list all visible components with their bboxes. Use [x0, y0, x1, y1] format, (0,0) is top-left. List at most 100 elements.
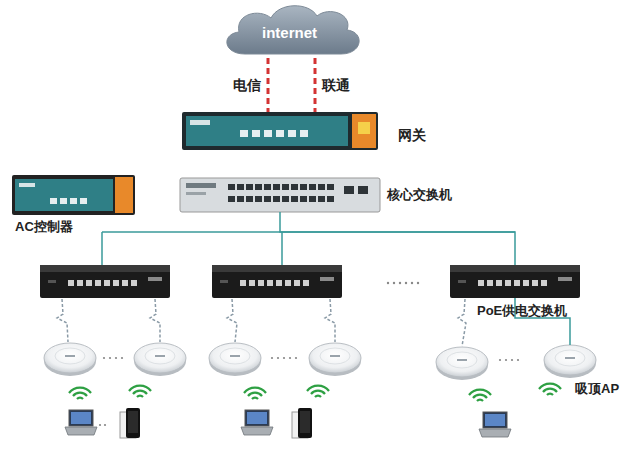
- core-switch-device: [255, 184, 262, 190]
- ellipsis-dots: [387, 282, 389, 284]
- client-device: [65, 410, 97, 435]
- bus-line: [281, 232, 283, 265]
- ellipsis-dots: [393, 282, 395, 284]
- ac-controller-device: [115, 177, 133, 213]
- ellipsis-dots: [411, 282, 413, 284]
- ellipsis-dots: [405, 282, 407, 284]
- core-switch-device: [186, 192, 206, 195]
- radio-link: [57, 299, 68, 342]
- core-switch-device: [291, 184, 298, 190]
- internet-cloud: [227, 6, 359, 54]
- core-switch-device: [327, 196, 334, 202]
- core-switch-device: [180, 178, 380, 212]
- gateway-device: [186, 116, 348, 146]
- ceiling-ap: [309, 343, 361, 376]
- gateway-device: [182, 112, 378, 150]
- core-switch-node: 核心交换机: [180, 178, 380, 212]
- connector: [314, 58, 317, 112]
- core-switch-device: [273, 184, 280, 190]
- poe-switch-device: [450, 265, 580, 298]
- ellipsis-dots: [289, 357, 291, 359]
- core-switch-device: [291, 196, 298, 202]
- ceiling-ap: [134, 343, 186, 376]
- line-label: 联通: [321, 77, 351, 94]
- ac-controller-device: [60, 198, 67, 204]
- ellipsis-dots: [499, 359, 501, 361]
- core-switch-device: [180, 178, 380, 212]
- core-switch-device: [264, 196, 271, 202]
- core-switch-device: [228, 184, 235, 190]
- ac-controller-device: [19, 183, 35, 187]
- client-device: [292, 408, 312, 438]
- gateway-device: [276, 130, 284, 137]
- core-switch-device: [318, 184, 325, 190]
- ellipsis-dots: [517, 359, 519, 361]
- gateway-device: [358, 122, 370, 134]
- core-switch-device: [228, 196, 235, 202]
- core-switch-device: [264, 184, 271, 190]
- ellipsis-dots: [104, 424, 106, 426]
- ellipsis-dots: [103, 357, 105, 359]
- wifi-signal: [539, 384, 561, 395]
- connector: [267, 58, 270, 112]
- ellipsis-dots: [511, 359, 513, 361]
- radio-link: [458, 299, 466, 346]
- wifi-signal: [244, 388, 266, 399]
- core-switch-device: [309, 184, 316, 190]
- ac-controller-device: [70, 198, 77, 204]
- line-label: 电信: [232, 77, 262, 94]
- device-label: PoE供电交换机: [477, 303, 567, 319]
- client-device: [120, 408, 140, 438]
- wifi-signal: [469, 390, 491, 401]
- core-switch-device: [237, 196, 244, 202]
- radio-link: [227, 299, 237, 342]
- core-switch-device: [186, 183, 216, 188]
- gateway-device: [182, 112, 378, 150]
- core-switch-device: [246, 184, 253, 190]
- ap-node: 吸顶AP: [545, 345, 595, 375]
- core-switch-device: [246, 196, 253, 202]
- device-label: 吸顶AP: [575, 381, 619, 397]
- radio-link: [150, 299, 160, 342]
- poe-switch-device: [40, 265, 170, 298]
- poe-switch-node: PoE供电交换机: [450, 265, 580, 298]
- core-switch-device: [344, 186, 354, 194]
- poe-switch-device: [212, 265, 342, 298]
- core-switch-device: [300, 184, 307, 190]
- gateway-node: 网关: [182, 112, 378, 150]
- core-switch-device: [255, 196, 262, 202]
- ellipsis-dots: [417, 282, 419, 284]
- core-switch-device: [358, 186, 368, 194]
- ceiling-ap: [44, 343, 596, 380]
- poe-switch-device: [40, 265, 580, 298]
- ellipsis-dots: [121, 357, 123, 359]
- ac-controller-device: [80, 198, 87, 204]
- ceiling-ap: [209, 343, 261, 376]
- ac-controller-device: [50, 198, 57, 204]
- ellipsis-dots: [399, 282, 401, 284]
- core-switch-device: [228, 184, 368, 202]
- core-switch-device: [273, 196, 280, 202]
- core-switch-device: [309, 196, 316, 202]
- core-switch-device: [282, 196, 289, 202]
- ceiling-ap: [544, 345, 596, 378]
- device-label: 核心交换机: [387, 187, 452, 203]
- cloud-node: internet: [215, 2, 365, 58]
- radio-link: [325, 299, 335, 342]
- wifi-signal: [129, 386, 151, 397]
- ceiling-ap: [436, 347, 488, 380]
- client-device: [65, 408, 511, 438]
- device-label: AC控制器: [15, 219, 73, 235]
- ellipsis-dots: [115, 357, 117, 359]
- gateway-device: [288, 130, 296, 137]
- core-switch-device: [282, 184, 289, 190]
- ac-controller-device: [15, 179, 113, 211]
- ellipsis-dots: [99, 282, 519, 426]
- ellipsis-dots: [271, 357, 273, 359]
- core-switch-device: [318, 196, 325, 202]
- ceiling-ap: [44, 343, 96, 376]
- connector: [280, 212, 515, 265]
- gateway-device: [264, 130, 272, 137]
